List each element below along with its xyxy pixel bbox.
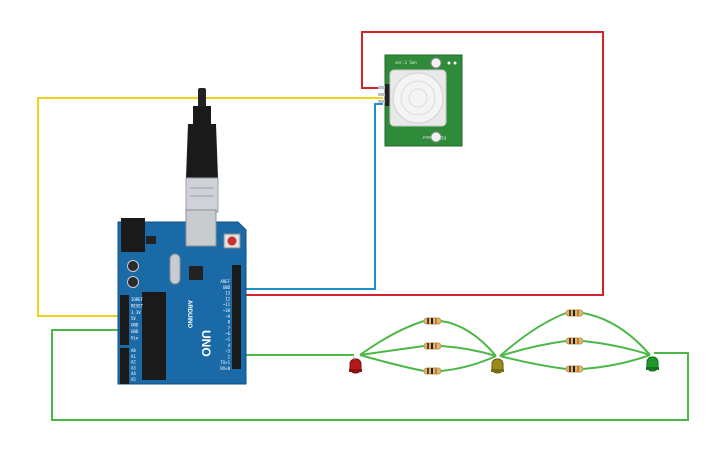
pin-label: ~6 <box>225 331 230 336</box>
board-brand-label: ARDUINO <box>186 300 192 328</box>
pin-label: A1 <box>131 354 136 359</box>
pin-label: RX<0 <box>220 366 230 371</box>
pin-label: GND <box>131 329 139 334</box>
pin-label: 3.3V <box>131 310 141 315</box>
pin-label: 2 <box>228 354 231 359</box>
pin-label: AREF <box>220 279 230 284</box>
pin-label: IOREF <box>131 297 144 302</box>
pin-label: 13 <box>225 291 230 296</box>
red-wire[interactable] <box>240 31 604 296</box>
board-model-label: UNO <box>199 330 213 357</box>
svg-text:ver.1 Sen: ver.1 Sen <box>395 60 417 65</box>
pir-sensor[interactable]: ver.1 Sen PIR Sensor <box>378 54 463 147</box>
analog-header <box>120 348 129 384</box>
resistor[interactable] <box>565 365 584 373</box>
pin-label: A2 <box>131 360 136 365</box>
pin-label: GND <box>223 285 231 290</box>
resistor-network-left <box>359 320 497 372</box>
resistor[interactable] <box>423 342 442 350</box>
blue-wire[interactable] <box>240 103 383 290</box>
pin-label: A4 <box>131 371 136 376</box>
pin-label: TX>1 <box>220 360 230 365</box>
pin-label: A5 <box>131 377 136 382</box>
resistor[interactable] <box>565 337 584 345</box>
power-header <box>120 295 129 345</box>
led-green[interactable] <box>646 356 659 372</box>
pin-label: A3 <box>131 365 136 370</box>
pin-label: ~5 <box>225 337 230 342</box>
resistor[interactable] <box>423 317 442 325</box>
yellow-wire[interactable] <box>37 97 383 317</box>
pin-label: 4 <box>228 343 231 348</box>
pin-label: GND <box>131 323 139 328</box>
led-red[interactable] <box>349 357 362 374</box>
pin-label: ~11 <box>223 302 231 307</box>
green-ground-wire[interactable] <box>51 329 689 421</box>
resistor[interactable] <box>565 309 584 317</box>
pin-label: A0 <box>131 348 136 353</box>
pin-label: ~3 <box>225 349 230 354</box>
resistor-network-right <box>499 312 651 370</box>
led-yellow[interactable] <box>491 358 504 374</box>
pin-label: 12 <box>225 296 230 301</box>
digital-header <box>232 265 241 369</box>
pin-label: Vin <box>131 335 139 340</box>
usb-cable[interactable] <box>185 88 219 213</box>
pin-label: ~9 <box>225 314 230 319</box>
pin-label: RESET <box>131 303 144 308</box>
pin-label: ~10 <box>223 308 231 313</box>
svg-text:PIR Sensor: PIR Sensor <box>421 135 446 140</box>
pin-label: 7 <box>228 325 231 330</box>
pin-label: 8 <box>228 320 231 325</box>
resistor[interactable] <box>423 367 442 375</box>
arduino-uno-board[interactable]: UNO ARDUINO AREFGND1312~11~10~987~6~54~3… <box>117 209 247 385</box>
pin-label: 5V <box>131 316 136 321</box>
